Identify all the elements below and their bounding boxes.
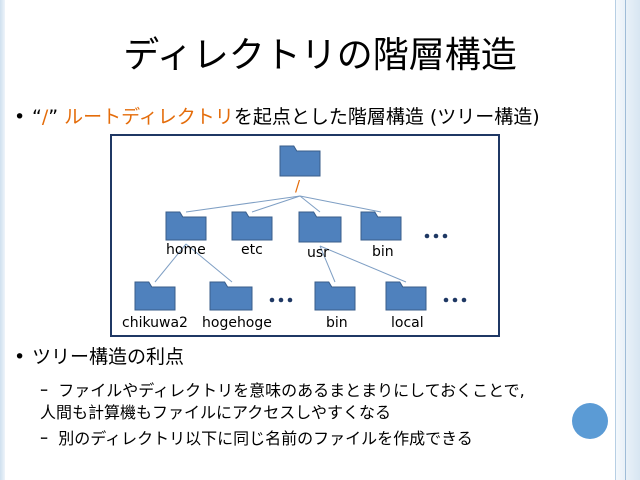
decorative-circle — [572, 403, 608, 439]
ellipsis-level1-dot-2 — [442, 233, 448, 239]
bullet-root-directory: • “/” ルートディレクトリを起点とした階層構造 (ツリー構造) — [14, 104, 540, 130]
dir-label-bin: bin — [372, 244, 394, 260]
ellipsis-home-children-dot-2 — [287, 297, 293, 303]
ellipsis-level1-dot-1 — [433, 233, 439, 239]
ellipsis-level1-dot-0 — [424, 233, 430, 239]
ellipsis-home-children-dot-0 — [269, 297, 275, 303]
dir-label-usr: usr — [307, 245, 329, 261]
chikuwa2-folder-icon — [134, 281, 176, 311]
sub-marker: ｰ — [40, 429, 49, 448]
slide-right-edge — [615, 0, 640, 480]
edge-home-hogehoge — [185, 243, 233, 283]
sub-bullet-same-name: ｰ 別のディレクトリ以下に同じ名前のファイルを作成できる — [40, 428, 473, 450]
ellipsis-usr-children-dot-1 — [452, 297, 458, 303]
dir-label-usr-bin: bin — [326, 315, 348, 331]
root-folder-icon — [279, 145, 321, 177]
ellipsis-home-children-dot-1 — [278, 297, 284, 303]
bullet-marker: • — [14, 346, 26, 368]
sub-bullet-grouping-cont: 人間も計算機もファイルにアクセスしやすくなる — [40, 403, 392, 422]
edge-usr-local — [319, 245, 407, 283]
dir-label-home: home — [166, 242, 206, 258]
dir-label-etc: etc — [241, 242, 263, 258]
bullet2-text: ツリー構造の利点 — [32, 346, 185, 368]
root-directory-label: / — [295, 177, 301, 195]
usr-folder-icon — [298, 211, 342, 243]
hogehoge-folder-icon — [209, 281, 253, 311]
bullet1-rest: を起点とした階層構造 (ツリー構造) — [233, 106, 540, 128]
etc-folder-icon — [231, 211, 273, 241]
tree-edges — [154, 195, 407, 283]
open-quote: “ — [32, 106, 42, 128]
bullet-tree-advantages: • ツリー構造の利点 — [14, 344, 184, 370]
usr-bin-folder-icon — [314, 281, 356, 311]
dir-label-local: local — [391, 315, 424, 331]
slide-edge-line — [625, 0, 626, 480]
local-folder-icon — [385, 281, 427, 311]
tree-diagram-frame — [110, 134, 500, 337]
root-directory-highlight: ルートディレクトリ — [64, 106, 234, 128]
tree-ellipses — [269, 233, 467, 303]
slide-left-edge — [0, 0, 5, 480]
dir-label-hogehoge: hogehoge — [202, 315, 272, 331]
edge-root-etc — [251, 195, 301, 213]
close-quote: ” — [48, 106, 59, 128]
root-symbol: / — [41, 106, 49, 128]
edge-root-home — [185, 195, 301, 213]
edge-root-bin — [299, 195, 382, 213]
ellipsis-usr-children-dot-2 — [461, 297, 467, 303]
dir-label-chikuwa2: chikuwa2 — [122, 315, 188, 331]
bullet-marker: • — [14, 106, 26, 128]
sub-marker: ｰ — [40, 381, 49, 400]
home-folder-icon — [165, 211, 207, 241]
edge-root-usr — [299, 195, 321, 213]
sub1-line1: ファイルやディレクトリを意味のあるまとまりにしておくことで, — [58, 381, 525, 400]
tree-folders — [134, 145, 427, 311]
ellipsis-usr-children-dot-0 — [443, 297, 449, 303]
bin-folder-icon — [360, 211, 402, 241]
edge-usr-bin — [319, 245, 336, 283]
sub-bullet-grouping: ｰ ファイルやディレクトリを意味のあるまとまりにしておくことで, — [40, 380, 525, 402]
edge-home-chikuwa2 — [154, 243, 187, 283]
sub2-text: 別のディレクトリ以下に同じ名前のファイルを作成できる — [58, 429, 473, 448]
slide-title: ディレクトリの階層構造 — [123, 35, 517, 76]
